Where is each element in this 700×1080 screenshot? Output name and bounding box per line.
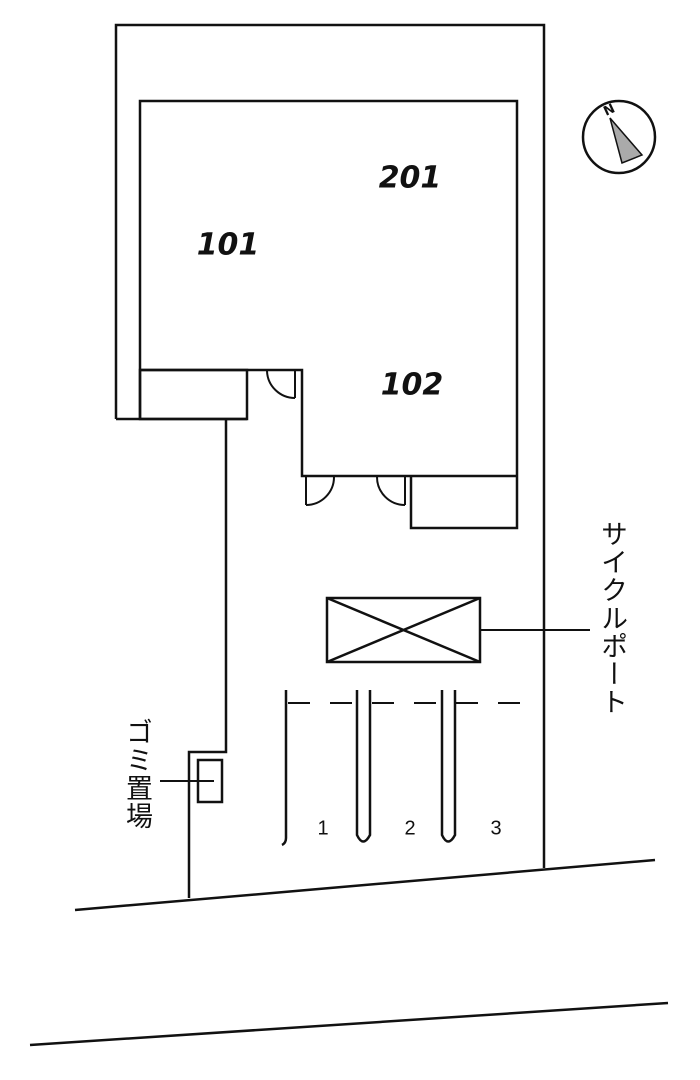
building-outline: [138, 99, 519, 530]
parking-space-2: 2: [404, 817, 416, 840]
unit-102-label: 102: [380, 367, 444, 403]
cycle-port: [325, 596, 590, 664]
unit-201-label: 201: [378, 160, 442, 196]
cycle-port-label: サイクルポート: [596, 520, 627, 716]
parking-lines: [281, 690, 525, 847]
parking-space-3: 3: [490, 817, 502, 840]
garbage-area: [160, 758, 224, 804]
unit-101-label: 101: [196, 227, 260, 263]
door-icons: [266, 370, 406, 506]
road-far-edge: [29, 1001, 669, 1047]
parking-space-1: 1: [317, 817, 329, 840]
road-edge: [74, 858, 656, 912]
lot-boundary: [114, 23, 546, 898]
north-compass-icon: N: [581, 99, 657, 175]
garbage-area-label: ゴミ置場: [121, 718, 152, 830]
svg-text:N: N: [601, 101, 617, 119]
